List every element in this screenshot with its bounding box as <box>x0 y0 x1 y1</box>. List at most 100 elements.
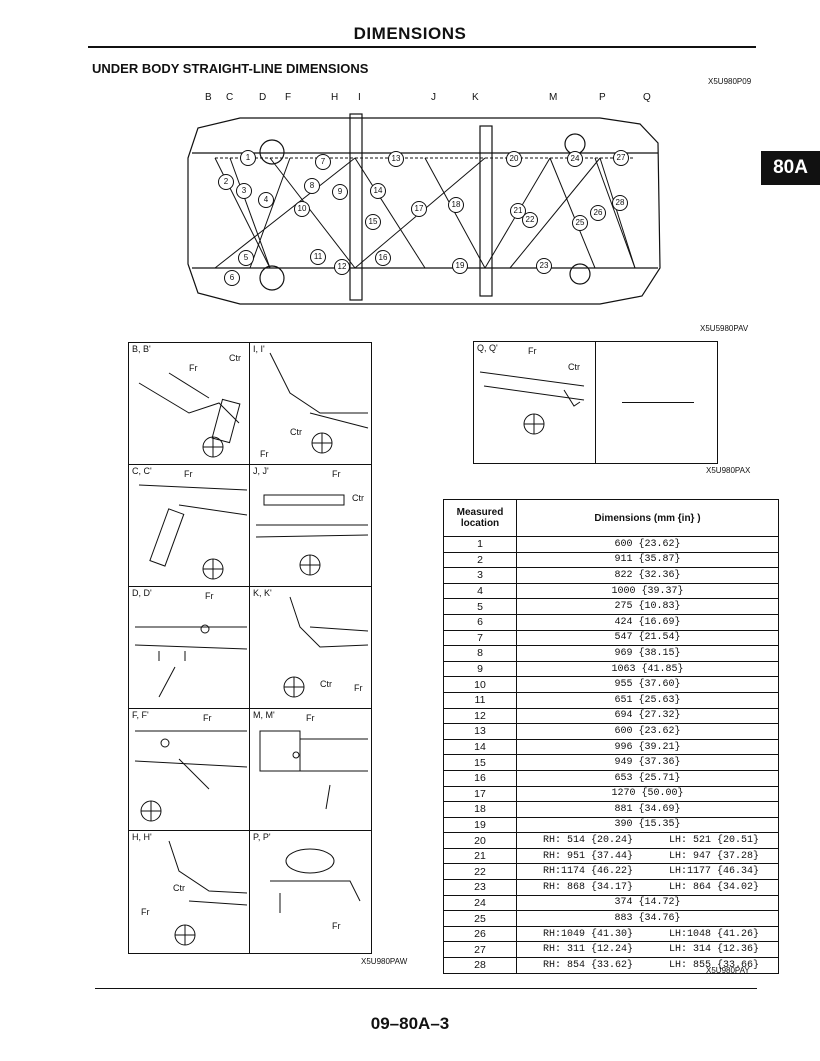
point-letter: F <box>285 92 292 103</box>
section-title: UNDER BODY STRAIGHT-LINE DIMENSIONS <box>92 61 369 76</box>
detail-drawing <box>283 596 369 698</box>
point-marker: 2 <box>218 174 234 190</box>
point-letter: M <box>549 92 558 103</box>
location-cell: 19 <box>443 816 517 834</box>
location-cell: 15 <box>443 754 517 771</box>
direction-label: Ctr <box>568 362 580 372</box>
location-cell: 27 <box>443 941 517 959</box>
direction-label: Fr <box>189 363 198 373</box>
title-rule <box>88 46 756 48</box>
point-marker: 8 <box>304 178 320 194</box>
dimension-cell: 390 {15.35} <box>516 816 779 834</box>
measurement-point-icon <box>283 676 305 698</box>
location-cell: 26 <box>443 925 517 943</box>
detail-panel-q: Q, Q' Fr Ctr <box>473 341 718 464</box>
point-marker: 12 <box>334 259 350 275</box>
dimension-cell: 547 {21.54} <box>516 629 779 647</box>
detail-panel-i: I, I' Ctr Fr <box>249 342 372 465</box>
point-letter: H <box>331 92 339 103</box>
column-header-dimensions: Dimensions (mm {in} ) <box>516 499 779 537</box>
location-cell: 4 <box>443 582 517 600</box>
detail-drawing <box>259 730 368 810</box>
q-panel-code: X5U980PAX <box>706 466 751 475</box>
detail-drawing <box>134 730 248 822</box>
dimension-cell: 374 {14.72} <box>516 894 779 912</box>
detail-drawing <box>269 352 369 454</box>
direction-label: Fr <box>184 469 193 479</box>
location-cell: 23 <box>443 879 517 896</box>
measurement-point-icon <box>174 924 196 946</box>
column-header-location: Measured location <box>443 499 517 537</box>
panels-code: X5U980PAW <box>361 957 408 966</box>
point-marker: 6 <box>224 270 240 286</box>
point-marker: 3 <box>236 183 252 199</box>
panel-label: P, P' <box>253 832 271 842</box>
location-cell: 20 <box>443 832 517 849</box>
dimensions-table: Measured location Dimensions (mm {in} ) … <box>443 499 779 974</box>
measurement-point-icon <box>299 554 321 576</box>
detail-panels-grid: B, B' Ctr Fr I, I' Ctr Fr C, C' Fr J, J'… <box>128 342 372 954</box>
table-header-row: Measured location Dimensions (mm {in} ) <box>443 499 779 537</box>
dimension-cell: RH:1049 {41.30} LH:1048 {41.26} <box>516 925 779 943</box>
point-marker: 13 <box>388 151 404 167</box>
dimension-cell: RH: 311 {12.24} LH: 314 {12.36} <box>516 941 779 959</box>
detail-drawing <box>138 484 248 580</box>
direction-label: Fr <box>260 449 269 459</box>
dimension-cell: 694 {27.32} <box>516 707 779 725</box>
direction-label: Fr <box>141 907 150 917</box>
point-letter: K <box>472 92 479 103</box>
point-marker: 15 <box>365 214 381 230</box>
panel-label: J, J' <box>253 466 269 476</box>
detail-panel-f: F, F' Fr <box>128 708 251 832</box>
panel-label: C, C' <box>132 466 152 476</box>
location-cell: 9 <box>443 660 517 678</box>
direction-label: Fr <box>332 921 341 931</box>
table-code: X5U980PAY <box>706 966 750 975</box>
panel-label: B, B' <box>132 344 151 354</box>
panel-label: M, M' <box>253 710 275 720</box>
point-marker: 23 <box>536 258 552 274</box>
location-cell: 12 <box>443 707 517 725</box>
detail-panel-d: D, D' Fr <box>128 586 251 710</box>
point-marker: 11 <box>310 249 326 265</box>
detail-panel-b: B, B' Ctr Fr <box>128 342 251 465</box>
detail-drawing <box>255 494 369 576</box>
measurement-point-icon <box>202 558 224 580</box>
dimension-cell: RH: 951 {37.44} LH: 947 {37.28} <box>516 847 779 865</box>
dimension-line <box>622 402 694 403</box>
location-cell: 18 <box>443 801 517 818</box>
location-cell: 17 <box>443 785 517 803</box>
dimension-cell: 600 {23.62} <box>516 536 779 553</box>
page-number: 09–80A–3 <box>370 1014 450 1033</box>
detail-panel-k: K, K' Ctr Fr <box>249 586 372 710</box>
location-cell: 7 <box>443 629 517 647</box>
panel-label: Q, Q' <box>477 343 498 353</box>
direction-label: Fr <box>203 713 212 723</box>
panel-divider <box>595 342 596 463</box>
dimension-cell: RH: 868 {34.17} LH: 864 {34.02} <box>516 879 779 896</box>
measurement-point-icon <box>523 413 545 435</box>
location-cell: 24 <box>443 894 517 912</box>
measurement-point-icon <box>202 436 224 458</box>
dimension-cell: 1063 {41.85} <box>516 660 779 678</box>
direction-label: Fr <box>205 591 214 601</box>
diagram-code: X5U5980PAV <box>700 324 749 333</box>
location-cell: 16 <box>443 769 517 787</box>
dimension-cell: 275 {10.83} <box>516 598 779 615</box>
location-cell: 5 <box>443 598 517 615</box>
